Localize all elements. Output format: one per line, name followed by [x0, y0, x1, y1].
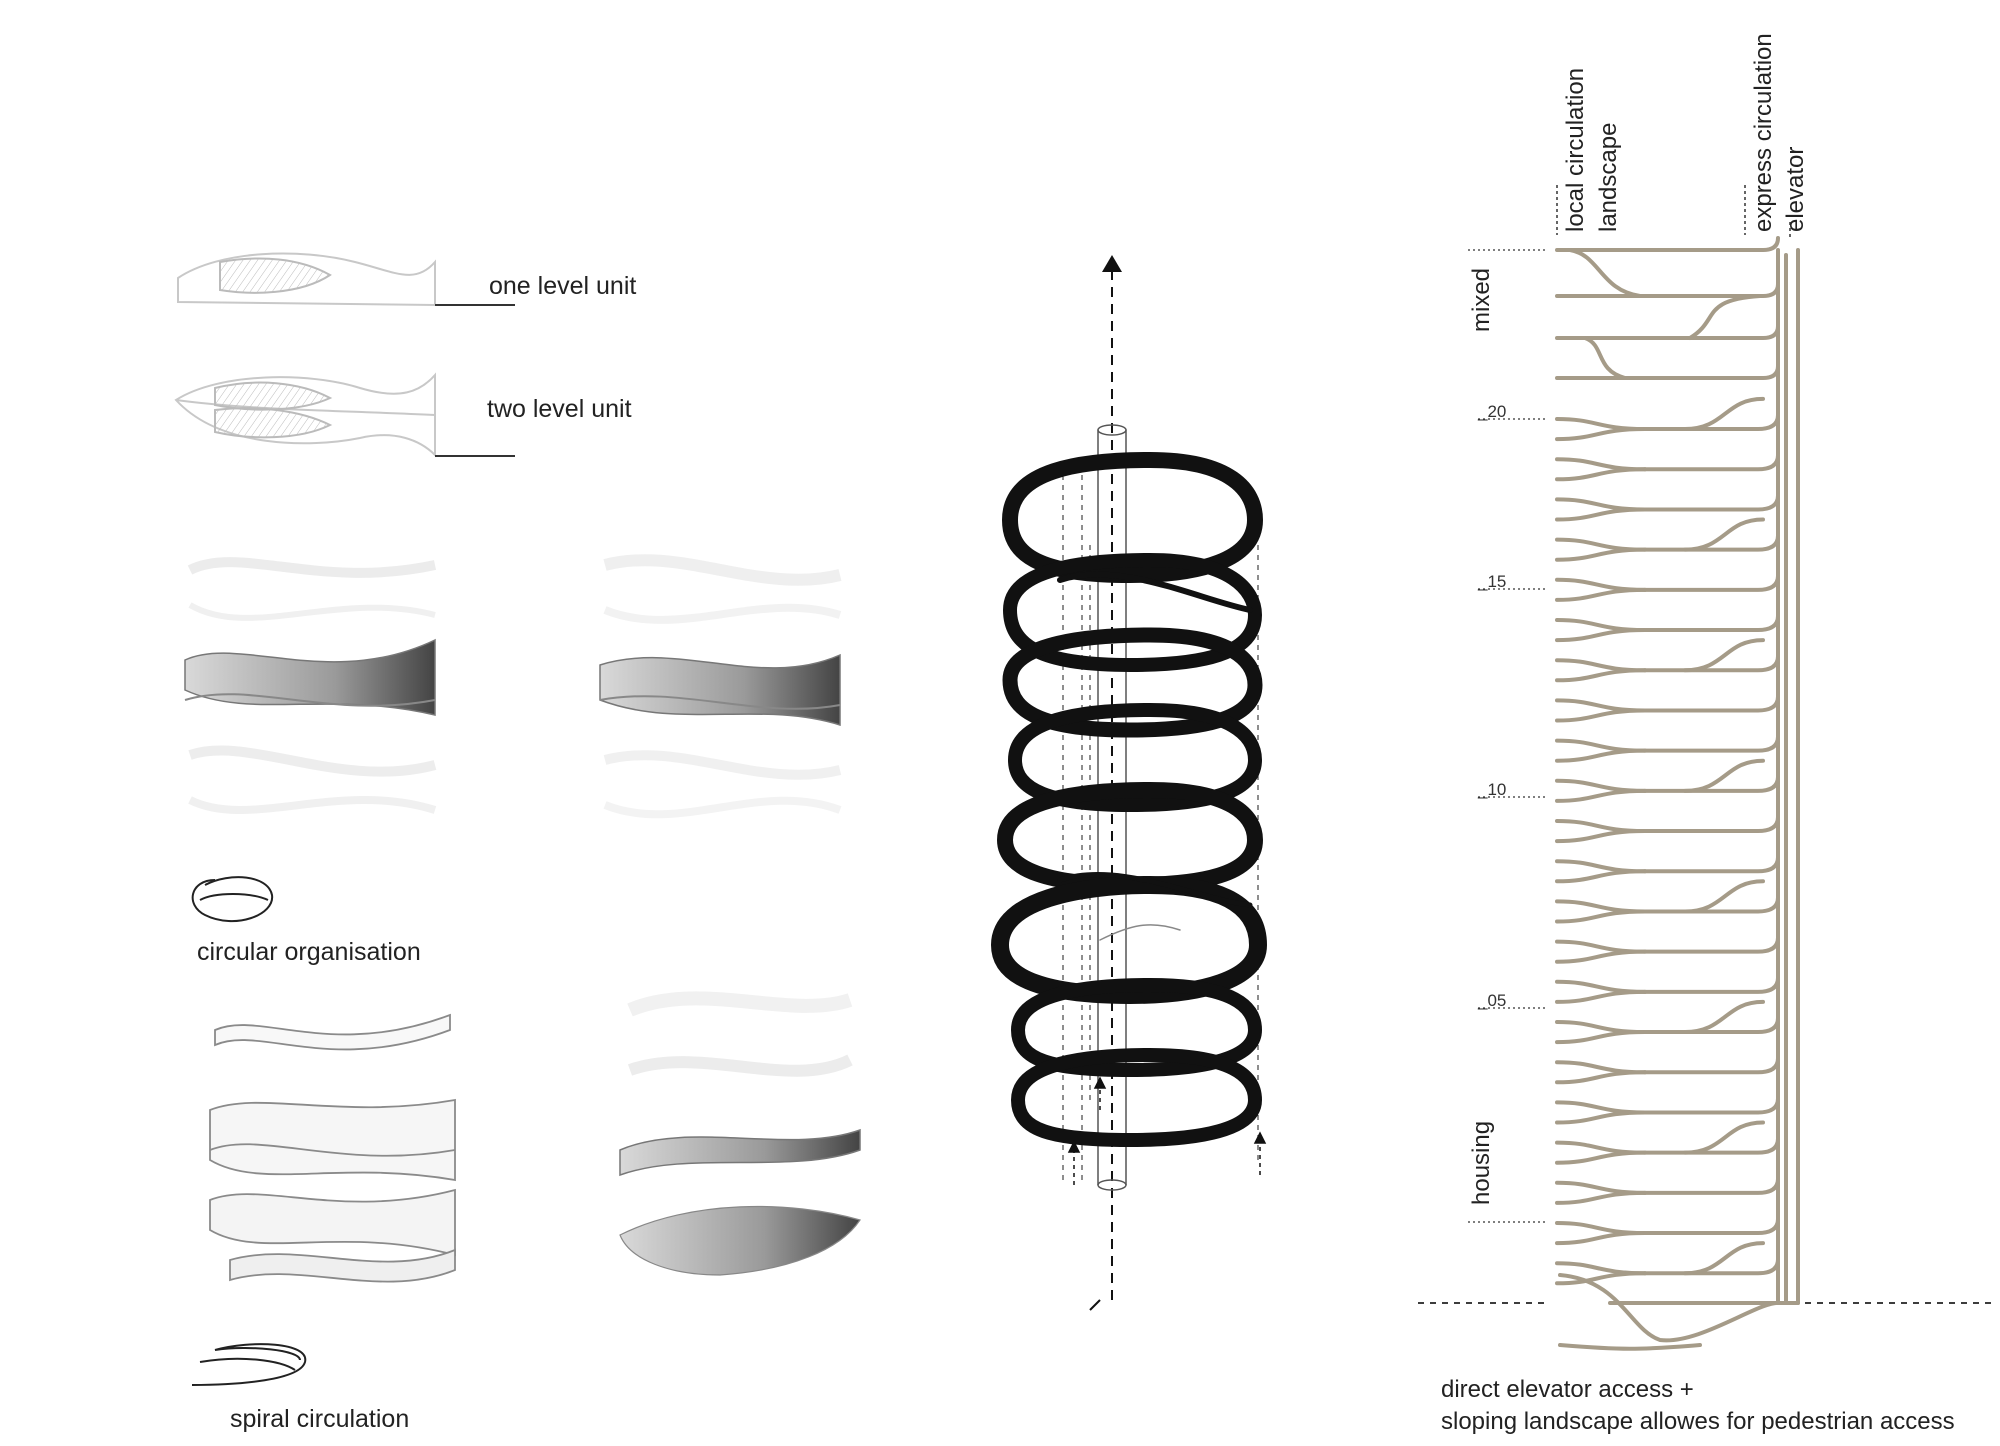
- housing-corridor: [1643, 1217, 1780, 1236]
- tower-up-arrows: [1067, 1076, 1267, 1185]
- housing-branch-bottom: [1555, 788, 1647, 803]
- housing-corridor: [1643, 493, 1780, 512]
- housing-branch-bottom: [1555, 909, 1647, 924]
- landscape-label: landscape: [1595, 122, 1622, 232]
- express-branch: [1683, 517, 1765, 552]
- housing-corridor: [1643, 855, 1780, 874]
- level-mark-20: _20: [1478, 402, 1507, 421]
- express-branch: [1683, 1120, 1765, 1155]
- housing-branch-bottom: [1555, 949, 1647, 964]
- circular-organisation-label: circular organisation: [197, 938, 421, 966]
- section-level-lines: [1468, 249, 1545, 1223]
- housing-corridor: [1643, 614, 1780, 633]
- housing-corridor: [1643, 895, 1780, 914]
- housing-corridor: [1643, 1016, 1780, 1035]
- housing-corridor: [1643, 1176, 1780, 1195]
- housing-corridor: [1643, 1136, 1780, 1155]
- level-mark-10: _10: [1478, 780, 1507, 799]
- express-circulation-label: express circulation: [1750, 33, 1777, 232]
- caption-line-2: sloping landscape allowes for pedestrian…: [1441, 1408, 1955, 1435]
- mixed-floor-plate: [1555, 364, 1780, 380]
- housing-branch-bottom: [1555, 748, 1647, 763]
- housing-label: housing: [1468, 1120, 1495, 1205]
- housing-corridor: [1643, 935, 1780, 954]
- housing-branch-bottom: [1555, 869, 1647, 884]
- ground-ramp: [1558, 1343, 1702, 1351]
- housing-branch-bottom: [1555, 1271, 1647, 1286]
- housing-branch-bottom: [1555, 427, 1647, 442]
- circular-organisation-icon: [191, 876, 274, 923]
- circular-model-a: [184, 557, 437, 814]
- housing-branch-bottom: [1555, 1190, 1647, 1205]
- housing-corridor: [1643, 774, 1780, 793]
- tower-axis: [1089, 255, 1122, 1311]
- express-branch: [1683, 638, 1765, 673]
- mixed-ramp: [1568, 248, 1642, 298]
- housing-branch-bottom: [1555, 547, 1647, 562]
- mixed-floor-plate: [1555, 324, 1780, 340]
- housing-branch-bottom: [1555, 1030, 1647, 1045]
- housing-branch-bottom: [1555, 587, 1647, 602]
- mixed-ramp: [1583, 336, 1627, 380]
- housing-corridor: [1643, 533, 1780, 552]
- express-branch: [1683, 396, 1765, 432]
- level-mark-15: _15: [1478, 572, 1507, 591]
- spiral-model-a: [209, 1013, 456, 1283]
- one-level-unit-label: one level unit: [489, 272, 637, 300]
- housing-branch-bottom: [1555, 1070, 1647, 1085]
- elevator-label: elevator: [1782, 146, 1809, 232]
- express-branch: [1688, 294, 1762, 340]
- caption-line-1: direct elevator access +: [1441, 1376, 1694, 1403]
- housing-branch-bottom: [1555, 1231, 1647, 1246]
- housing-corridor: [1643, 1096, 1780, 1115]
- housing-branch-bottom: [1555, 507, 1647, 522]
- two-level-unit-plan: [174, 372, 515, 458]
- housing-corridor: [1643, 654, 1780, 673]
- circulation-section-tree: [1555, 236, 1800, 1351]
- housing-branch-bottom: [1555, 628, 1647, 643]
- express-branch: [1683, 879, 1765, 914]
- spiral-model-b: [619, 991, 861, 1276]
- spiral-circulation-label: spiral circulation: [230, 1405, 410, 1433]
- housing-corridor: [1643, 815, 1780, 834]
- housing-corridor: [1643, 413, 1780, 432]
- housing-branch-bottom: [1555, 708, 1647, 723]
- housing-corridor: [1643, 1056, 1780, 1075]
- two-level-unit-label: two level unit: [487, 395, 632, 423]
- housing-corridor: [1643, 573, 1780, 592]
- express-branch: [1683, 758, 1765, 793]
- express-branch: [1683, 1241, 1765, 1276]
- one-level-unit-plan: [177, 252, 515, 307]
- tower-spiral-rings: [991, 451, 1268, 1148]
- housing-corridor: [1643, 453, 1780, 472]
- housing-branch-bottom: [1555, 1150, 1647, 1165]
- ground-ramp: [1558, 1273, 1782, 1343]
- housing-branch-bottom: [1555, 829, 1647, 844]
- housing-corridor: [1643, 734, 1780, 753]
- mixed-label: mixed: [1468, 267, 1495, 332]
- housing-corridor: [1643, 1257, 1780, 1276]
- section-header-guides: [1556, 185, 1791, 240]
- mixed-floor-plate: [1555, 236, 1780, 252]
- express-branch: [1683, 999, 1765, 1035]
- housing-branch-bottom: [1555, 668, 1647, 683]
- mixed-floor-plate: [1555, 282, 1780, 298]
- local-circulation-label: local circulation: [1562, 67, 1589, 232]
- housing-corridor: [1643, 694, 1780, 713]
- housing-corridor: [1643, 975, 1780, 994]
- circular-model-b: [599, 554, 842, 819]
- spiral-circulation-icon: [191, 1343, 307, 1386]
- housing-branch-bottom: [1555, 1110, 1647, 1125]
- level-mark-05: _05: [1478, 991, 1507, 1010]
- housing-branch-bottom: [1555, 989, 1647, 1004]
- housing-branch-bottom: [1555, 467, 1647, 482]
